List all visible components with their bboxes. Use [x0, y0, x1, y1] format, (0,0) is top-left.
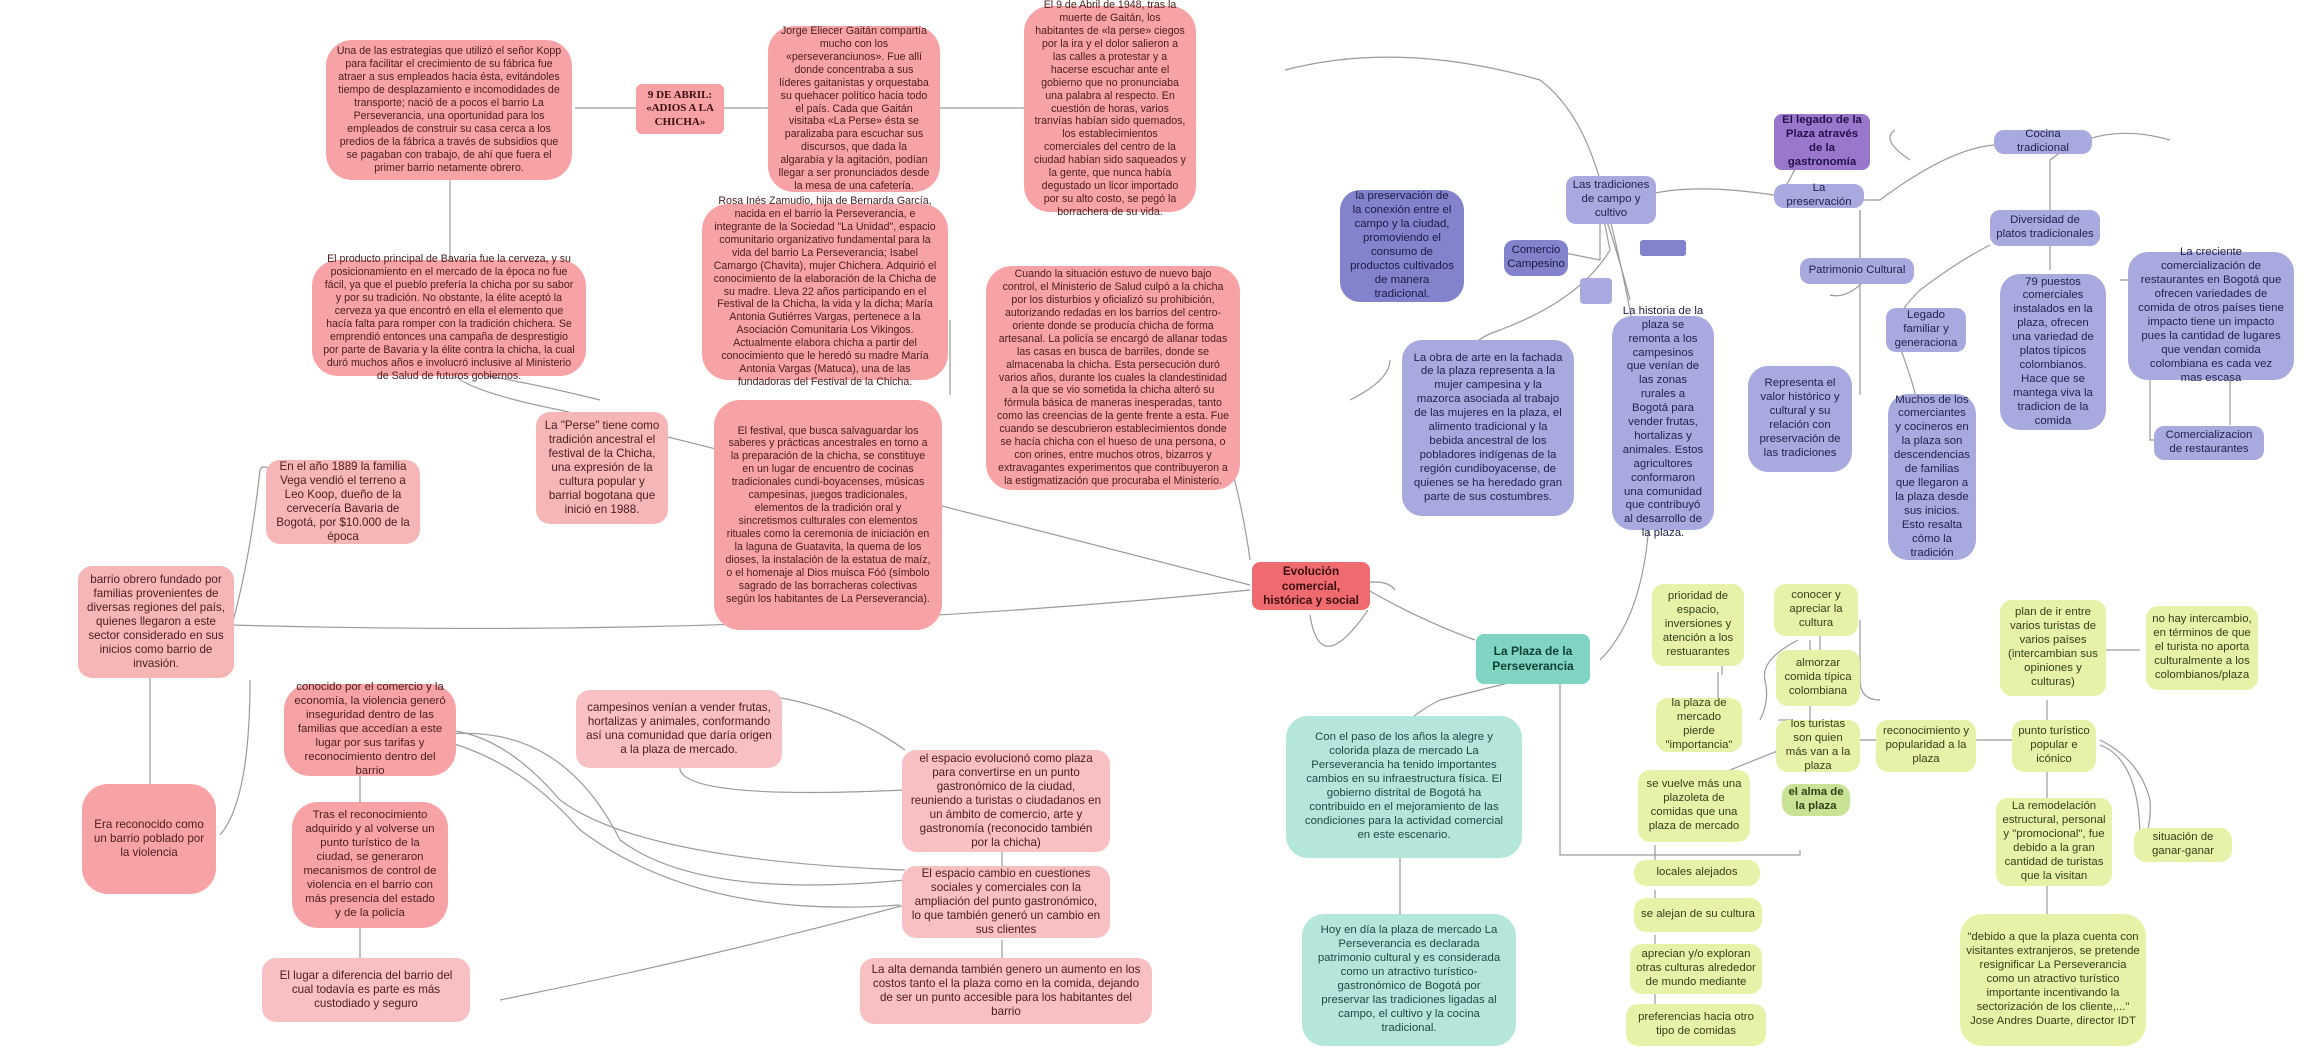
node-campesinos[interactable]: campesinos venían a vender frutas, horta…: [576, 690, 782, 768]
node-preservacion-conexion[interactable]: la preservación de la conexión entre el …: [1340, 190, 1464, 302]
node-plaza-pierde[interactable]: la plaza de mercado pierde "importancia": [1656, 697, 1742, 752]
node-barrio-obrero[interactable]: barrio obrero fundado por familias prove…: [78, 566, 234, 678]
node-legado-familiar[interactable]: Legado familiar y generaciona: [1886, 308, 1966, 352]
node-bavaria[interactable]: El producto principal de Bavaria fue la …: [312, 253, 586, 382]
node-violencia[interactable]: Era reconocido como un barrio poblado po…: [82, 784, 216, 894]
node-79-puestos[interactable]: 79 puestos comerciales instalados en la …: [2000, 274, 2106, 430]
node-teal-hoy[interactable]: Hoy en día la plaza de mercado La Persev…: [1302, 914, 1516, 1046]
node-conocer[interactable]: conocer y apreciar la cultura: [1774, 584, 1858, 636]
node-conocido[interactable]: conocido por el comercio y la economía, …: [284, 681, 456, 777]
node-9-abril-title[interactable]: 9 DE ABRIL: «ADIOS A LA CHICHA»: [636, 84, 724, 134]
node-turistas-son[interactable]: los turistas son quien más van a la plaz…: [1776, 718, 1860, 772]
node-legado[interactable]: El legado de la Plaza através de la gast…: [1774, 114, 1870, 170]
node-comercializacion[interactable]: Comercializacion de restaurantes: [2154, 426, 2264, 460]
node-rosa[interactable]: Rosa Inés Zamudio, hija de Bernarda Garc…: [702, 195, 948, 388]
node-preferencias[interactable]: preferencias hacia otro tipo de comidas: [1626, 1004, 1766, 1046]
node-gaitan[interactable]: Jorge Eliecer Gaitán compartía mucho con…: [768, 25, 940, 192]
node-kopp-strategy[interactable]: Una de las estrategias que utilizó el se…: [326, 40, 572, 180]
node-teal-paso[interactable]: Con el paso de los años la alegre y colo…: [1286, 716, 1522, 858]
node-historia-plaza[interactable]: La historia de la plaza se remonta a los…: [1612, 305, 1714, 539]
node-plaza-perseverancia[interactable]: La Plaza de la Perseverancia: [1476, 634, 1590, 684]
central-topic[interactable]: Evolución comercial, histórica y social: [1252, 562, 1370, 610]
node-quote[interactable]: "debido a que la plaza cuenta con visita…: [1960, 914, 2146, 1046]
node-empty-bar[interactable]: [1640, 240, 1686, 256]
node-representa[interactable]: Representa el valor histórico y cultural…: [1748, 366, 1852, 472]
node-muchos-comerciantes[interactable]: Muchos de los comerciantes y cocineros e…: [1888, 394, 1976, 560]
node-patrimonio[interactable]: Patrimonio Cultural: [1800, 258, 1914, 284]
node-no-intercambio[interactable]: no hay intercambio, en términos de que e…: [2146, 606, 2258, 690]
node-comercio-campesino[interactable]: Comercio Campesino: [1504, 240, 1568, 276]
node-tras-reconocimiento[interactable]: Tras el reconocimiento adquirido y al vo…: [292, 802, 448, 928]
node-lugar-diferencia[interactable]: El lugar a diferencia del barrio del cua…: [262, 958, 470, 1022]
node-reconocimiento-pop[interactable]: reconocimiento y popularidad a la plaza: [1876, 720, 1976, 772]
node-ministerio[interactable]: Cuando la situación estuvo de nuevo bajo…: [986, 266, 1240, 490]
node-festival[interactable]: El festival, que busca salvaguardar los …: [714, 400, 942, 630]
node-empty-square[interactable]: [1580, 278, 1612, 304]
node-9-abril-1948[interactable]: El 9 de Abril de 1948, tras la muerte de…: [1024, 0, 1196, 218]
node-alejados[interactable]: locales alejados: [1634, 860, 1760, 886]
node-preservacion[interactable]: La preservación: [1774, 182, 1864, 208]
node-espacio-evoluciono[interactable]: el espacio evolucionó como plaza para co…: [902, 750, 1110, 852]
node-almorzar[interactable]: almorzar comida típica colombiana: [1776, 650, 1860, 706]
node-plan-intercambio[interactable]: plan de ir entre varios turistas de vari…: [2000, 600, 2106, 696]
node-creciente[interactable]: La creciente comercialización de restaur…: [2128, 246, 2294, 384]
node-punto-turistico[interactable]: punto turístico popular e icónico: [2012, 720, 2096, 772]
node-diversidad[interactable]: Diversidad de platos tradicionales: [1990, 210, 2100, 246]
node-alta-demanda[interactable]: La alta demanda también genero un aument…: [860, 958, 1152, 1024]
node-cocina-tradicional[interactable]: Cocina tradicional: [1994, 128, 2092, 154]
node-vega[interactable]: En el año 1889 la familia Vega vendió el…: [266, 460, 420, 544]
node-plazoleta[interactable]: se vuelve más una plazoleta de comidas q…: [1638, 770, 1750, 842]
node-aprecian[interactable]: aprecian y/o exploran otras culturas alr…: [1630, 944, 1762, 994]
node-tradiciones-campo[interactable]: Las tradiciones de campo y cultivo: [1566, 176, 1656, 224]
node-espacio-cambio[interactable]: El espacio cambio en cuestiones sociales…: [902, 866, 1110, 938]
node-alejan[interactable]: se alejan de su cultura: [1634, 898, 1762, 932]
node-remodelacion[interactable]: La remodelación estructural, personal y …: [1996, 798, 2112, 886]
node-obra-arte[interactable]: La obra de arte en la fachada de la plaz…: [1402, 340, 1574, 516]
node-prioridad[interactable]: prioridad de espacio, inversiones y aten…: [1652, 584, 1744, 666]
node-perse-tradicion[interactable]: La "Perse" tiene como tradición ancestra…: [536, 412, 668, 524]
node-situacion[interactable]: situación de ganar-ganar: [2134, 828, 2232, 862]
node-alma[interactable]: el alma de la plaza: [1782, 784, 1850, 816]
